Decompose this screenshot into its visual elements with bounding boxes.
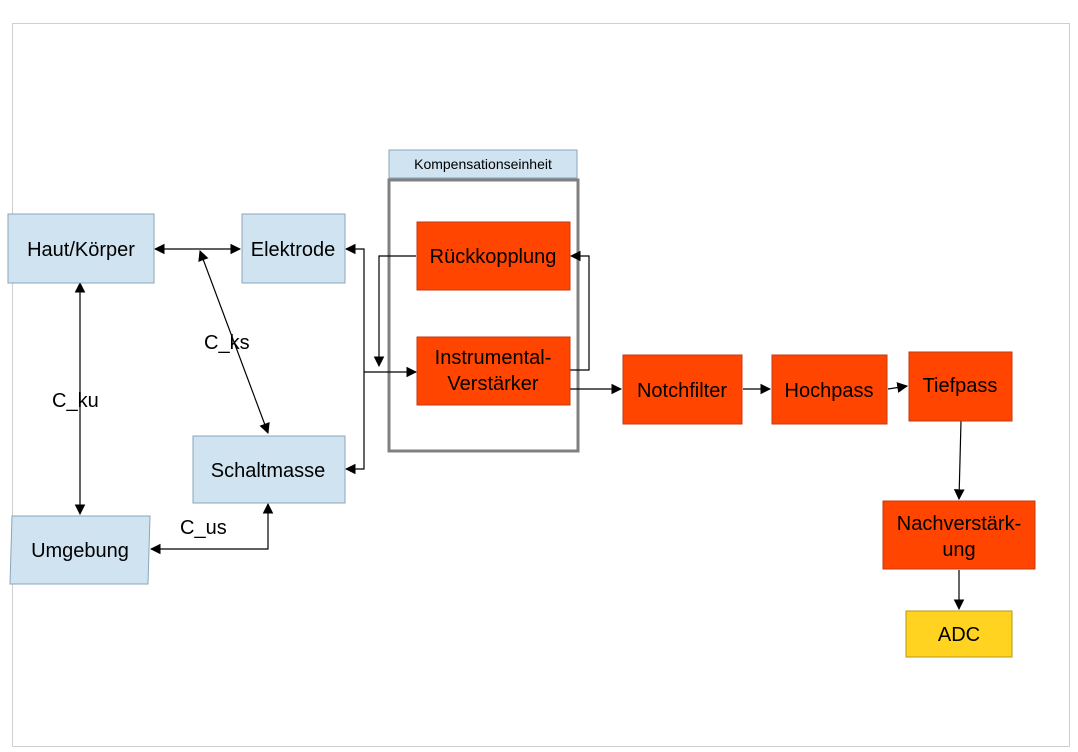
rueckkopplung-label: Rückkopplung [430,246,557,268]
kompensation-title: Kompensationseinheit [414,156,552,172]
c-ku-label: C_ku [52,390,99,412]
tiefpass-label: Tiefpass [923,375,998,397]
hochpass-label: Hochpass [785,380,874,402]
elektrode-label: Elektrode [251,239,336,261]
edge-rueckkopplung-out [373,255,416,368]
edge-feedback [569,250,590,371]
c-us-label: C_us [180,517,227,539]
tiefpass-box [908,351,1013,422]
instrumental-label-line1: Instrumental- [435,347,552,369]
umgebung-label: Umgebung [31,540,129,562]
edge-tiefpass-nachv [953,420,965,501]
schaltmasse-label: Schaltmasse [211,460,326,482]
hochpass-box [771,354,888,425]
haut-koerper-label: Haut/Körper [27,239,135,261]
edge-c-us [149,502,274,555]
diagram-frame [12,23,1070,747]
instrumental-verstaerker-box [416,336,571,406]
adc-label: ADC [938,624,980,646]
edge-to-schaltmasse [344,372,365,475]
notchfilter-label: Notchfilter [637,380,727,402]
edge-to-elektrode [344,243,365,372]
kompensation-title-box [388,149,578,179]
edge-c-ks [198,249,270,435]
adc-box [905,610,1013,658]
umgebung-box [9,515,151,585]
schaltmasse-box [192,435,346,504]
haut-koerper-box [7,213,155,284]
nachverstaerkung-label-line2: ung [942,539,975,561]
instrumental-label-line2: Verstärker [447,373,538,395]
edge-hochpass-tiefpass [887,382,909,393]
rueckkopplung-box [416,221,571,291]
nachverstaerkung-box [882,500,1036,570]
kompensation-group [387,178,580,453]
elektrode-box [241,213,346,284]
c-ks-label: C_ks [204,332,250,354]
nachverstaerkung-label-line1: Nachverstärk- [897,513,1021,535]
notchfilter-box [622,354,743,425]
